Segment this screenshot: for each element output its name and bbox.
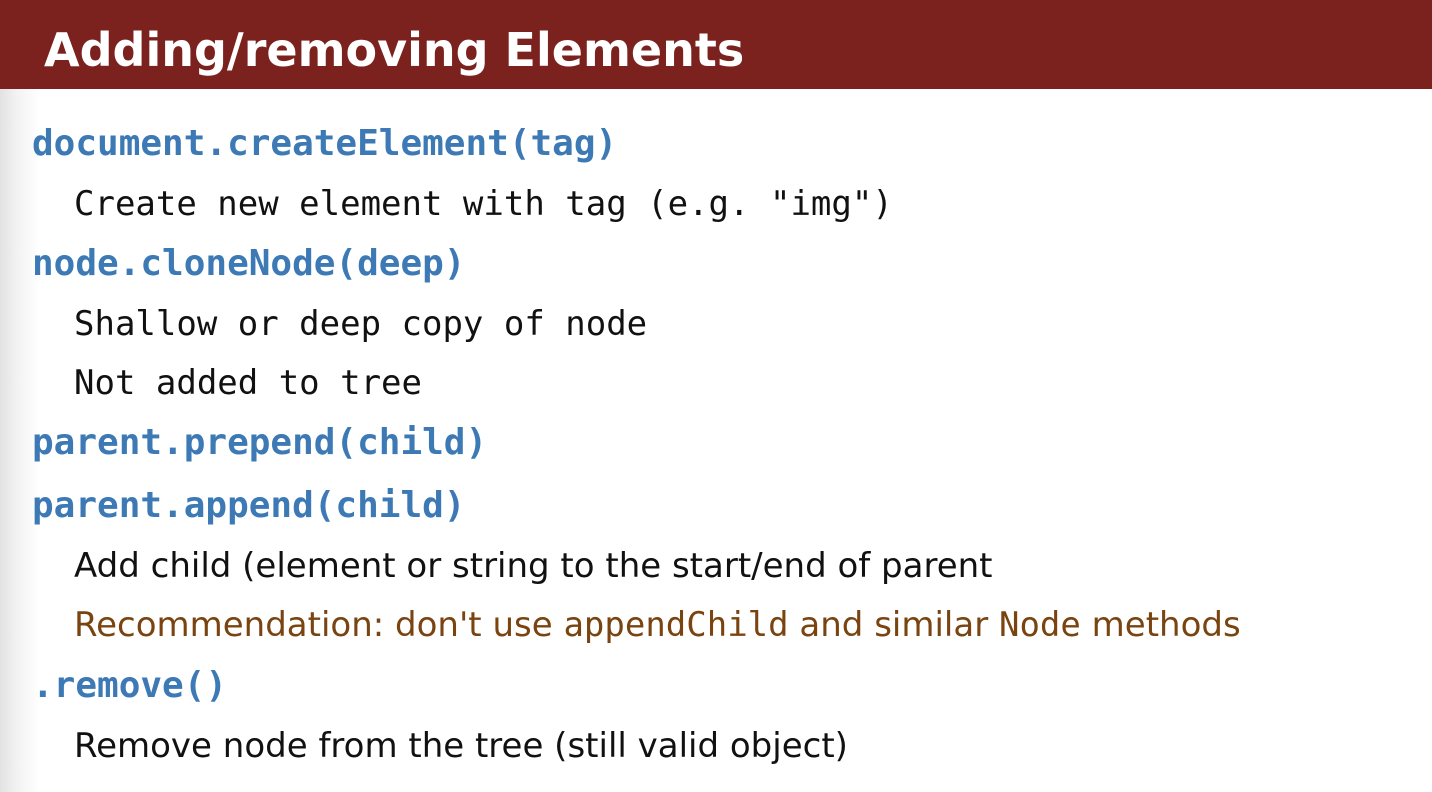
clone-node-description: Shallow or deep copy of node xyxy=(74,304,648,344)
remove-description: Remove node from the tree (still valid o… xyxy=(74,726,848,766)
clone-node-note: Not added to tree xyxy=(74,363,422,403)
recommendation-middle: and similar xyxy=(788,605,999,645)
append-description: Add child (element or string to the star… xyxy=(74,546,993,586)
recommendation-code-appendchild: appendChild xyxy=(563,605,789,645)
recommendation-code-node: Node xyxy=(998,605,1081,645)
recommendation-note: Recommendation: don't use appendChild an… xyxy=(74,603,1241,647)
recommendation-prefix: Recommendation: don't use xyxy=(74,605,564,645)
recommendation-suffix: methods xyxy=(1080,605,1241,645)
clone-node-signature: node.cloneNode(deep) xyxy=(32,243,466,284)
prepend-signature: parent.prepend(child) xyxy=(32,422,488,463)
create-element-signature: document.createElement(tag) xyxy=(32,123,618,164)
slide-title: Adding/removing Elements xyxy=(44,23,745,77)
title-bar: Adding/removing Elements xyxy=(0,0,1432,89)
remove-signature: .remove() xyxy=(32,665,228,706)
create-element-description: Create new element with tag (e.g. "img") xyxy=(74,184,893,224)
left-edge-shading xyxy=(0,0,40,792)
append-signature: parent.append(child) xyxy=(32,485,466,526)
